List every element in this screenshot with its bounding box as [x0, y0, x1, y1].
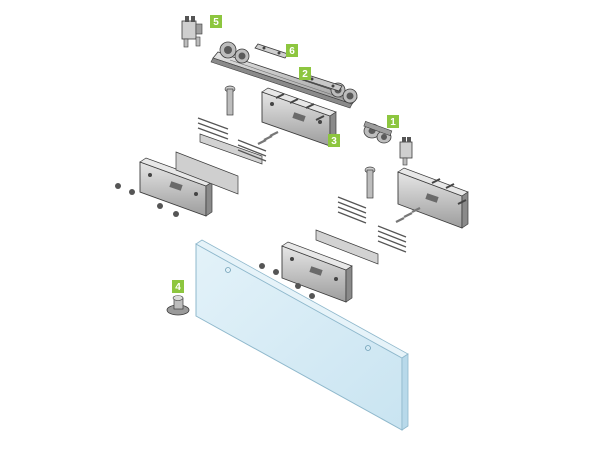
pins-right — [395, 207, 421, 223]
end-stop-left — [181, 16, 203, 48]
end-stop-right — [399, 137, 413, 166]
callout-3-label: 3 — [331, 136, 337, 147]
shims-left — [197, 117, 267, 165]
gasket-left — [175, 151, 239, 195]
callout-3: 3 — [328, 134, 340, 147]
callout-2-label: 2 — [302, 69, 308, 80]
callout-5: 5 — [210, 15, 222, 28]
glass-clamp-right — [397, 167, 469, 229]
roller-carriage-left — [219, 41, 250, 64]
floor-guide — [166, 295, 190, 316]
callout-6-label: 6 — [289, 46, 295, 57]
screws-right — [431, 178, 467, 205]
track-rail — [210, 51, 358, 109]
callout-1: 1 — [387, 115, 399, 128]
nuts-left — [115, 183, 179, 217]
roller-carriage-right — [363, 120, 393, 144]
hanging-bolt-right — [364, 166, 376, 199]
callout-4-label: 4 — [175, 282, 181, 293]
outer-clamp-right — [281, 241, 353, 303]
callout-2: 2 — [299, 67, 311, 80]
nuts-right — [259, 263, 315, 299]
callout-6: 6 — [286, 44, 298, 57]
outer-clamp-left — [139, 157, 213, 217]
shims-right — [315, 196, 407, 265]
hanging-bolt-left — [224, 85, 236, 116]
connecting-plate — [254, 43, 289, 59]
glass-panel — [195, 239, 409, 431]
screws-upper — [275, 93, 325, 121]
callout-4: 4 — [172, 280, 184, 293]
callout-5-label: 5 — [213, 17, 219, 28]
callout-1-label: 1 — [390, 117, 396, 128]
pins-left — [257, 131, 279, 145]
